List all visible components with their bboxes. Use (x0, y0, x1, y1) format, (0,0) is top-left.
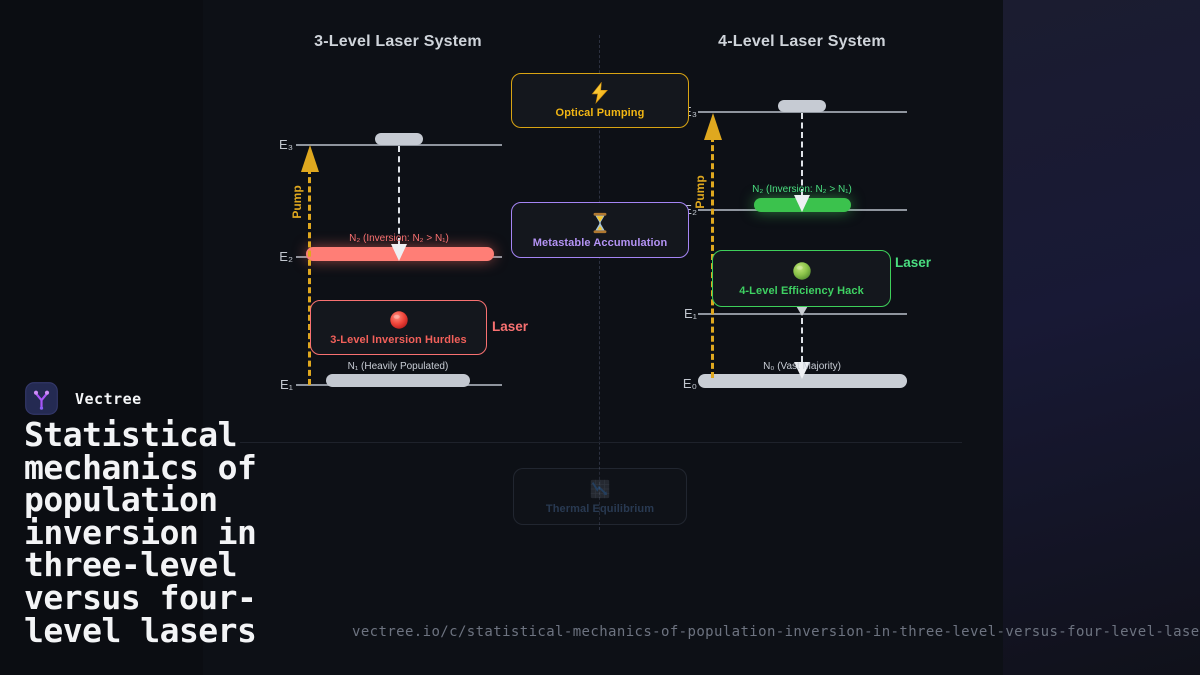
chart-decreasing-icon (590, 479, 610, 499)
brand-row: Vectree (25, 382, 142, 415)
left-level-label-e1: E₁ (279, 377, 293, 392)
background-gradient (1003, 0, 1200, 675)
thermal-equilibrium-label: Thermal Equilibrium (545, 503, 655, 515)
left-level-line-e3 (296, 144, 502, 146)
left-pump-label: Pump (290, 185, 304, 219)
lightning-icon (591, 82, 608, 104)
left-level-label-e3: E₃ (279, 137, 293, 152)
left-decay-arrow-head (391, 244, 407, 261)
optical-pumping-label: Optical Pumping (555, 107, 645, 119)
left-laser-label: Laser (492, 319, 529, 334)
left-diagram-title: 3-Level Laser System (314, 33, 482, 50)
red-circle-icon (389, 311, 408, 329)
right-inversion-label: N₂ (Inversion: N₂ > N₁) (752, 184, 852, 195)
left-callout-card: 3-Level Inversion Hurdles (310, 300, 487, 355)
right-drain-arrow-head (794, 362, 810, 379)
right-laser-label: Laser (895, 255, 932, 270)
green-circle-icon (792, 262, 811, 280)
metastable-card: Metastable Accumulation (511, 202, 689, 258)
left-pump-arrow-line (308, 168, 311, 385)
right-decay-arrow-head-top (794, 195, 810, 212)
left-e1-population-bar (326, 374, 470, 387)
metastable-label: Metastable Accumulation (532, 236, 668, 249)
left-callout-label: 3-Level Inversion Hurdles (330, 334, 467, 346)
right-e3-population-bar (778, 100, 826, 112)
optical-pumping-card: Optical Pumping (511, 73, 689, 128)
page-title: Statistical mechanics of population inve… (24, 415, 257, 650)
vectree-logo-icon (25, 382, 58, 415)
right-e0-population-bar (698, 374, 907, 388)
brand-name: Vectree (75, 389, 142, 408)
left-e3-population-bar (375, 133, 423, 145)
right-level-line-e3 (698, 111, 907, 113)
left-pump-arrow-head (301, 145, 319, 172)
horizontal-divider (240, 442, 962, 443)
right-diagram-title: 4-Level Laser System (718, 33, 886, 50)
right-drain-arrow-line (801, 318, 803, 362)
right-decay-arrow-line-top (801, 113, 803, 195)
right-callout-card: 4-Level Efficiency Hack (712, 250, 891, 307)
thermal-equilibrium-card: Thermal Equilibrium (513, 468, 687, 525)
left-decay-arrow-line (398, 146, 400, 244)
right-level-label-e0: E₀ (682, 376, 697, 391)
right-ground-label: N₀ (Vast Majority) (763, 361, 841, 372)
hourglass-icon (593, 212, 607, 233)
center-divider-dashed (599, 35, 600, 530)
left-ground-label: N₁ (Heavily Populated) (347, 361, 449, 372)
right-pump-arrow-head (704, 113, 722, 140)
right-level-label-e1: E₁ (683, 306, 697, 321)
right-callout-label: 4-Level Efficiency Hack (739, 285, 864, 297)
footer-url: vectree.io/c/statistical-mechanics-of-po… (352, 624, 1200, 640)
left-inversion-label: N₂ (Inversion: N₂ > N₁) (349, 233, 449, 244)
left-level-label-e2: E₂ (279, 249, 293, 264)
